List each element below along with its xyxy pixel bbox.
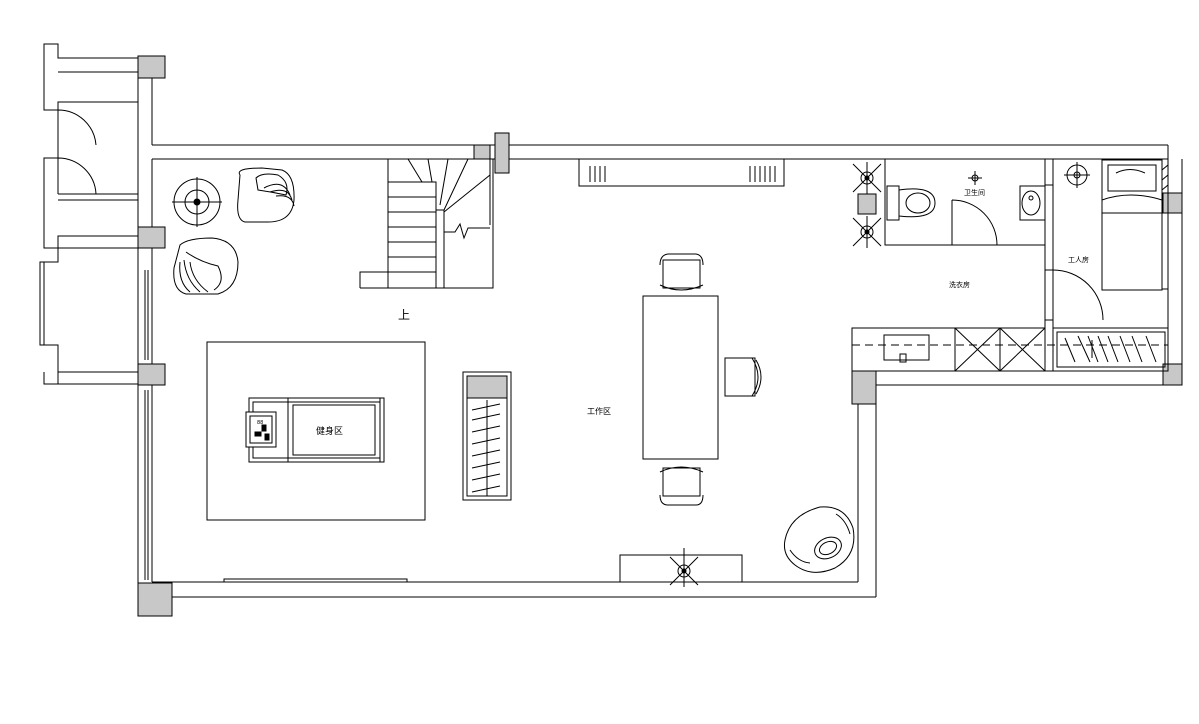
treadmill-icon — [245, 397, 385, 463]
ceiling-fan-icon — [968, 171, 982, 185]
work-table — [642, 295, 719, 460]
low-cabinet — [619, 554, 743, 583]
maid-room-label: 工人房 — [1068, 255, 1089, 264]
bathroom — [884, 158, 1054, 271]
maid-room — [1044, 158, 1169, 321]
entry-annex — [39, 43, 149, 580]
bed-icon — [1101, 159, 1163, 291]
storage-rack — [462, 371, 512, 501]
toilet-icon — [886, 185, 936, 221]
bathroom-label: 卫生间 — [964, 188, 985, 197]
sink-icon — [1019, 185, 1046, 221]
exterior-walls — [137, 58, 1183, 600]
lamp-icon — [852, 162, 882, 194]
armchair-icon — [173, 237, 239, 295]
entry-door-upper-icon — [57, 109, 97, 146]
entry-door-lower-icon — [57, 157, 97, 195]
laundry-counter — [851, 327, 1168, 372]
lamp-icon — [669, 548, 699, 587]
maid-room-door-icon — [1052, 269, 1104, 321]
bathroom-door-icon — [951, 199, 998, 246]
fitness-mat — [206, 341, 426, 521]
chair-icon — [659, 253, 704, 291]
laundry-label: 洗衣房 — [949, 280, 970, 289]
fitness-area — [206, 341, 426, 521]
stairs-up-label: 上 — [398, 308, 410, 322]
lounge-chair-icon — [784, 506, 855, 573]
lamp-icon — [852, 216, 882, 248]
utility-sink-icon — [883, 334, 930, 363]
treadmill-display-label: 88 — [257, 420, 263, 426]
wall-cabinet — [578, 158, 785, 187]
work-area-label: 工作区 — [587, 406, 611, 416]
armchair-icon — [237, 167, 295, 223]
chair-icon — [659, 466, 704, 506]
staircase — [359, 158, 494, 289]
ceiling-fan-icon — [1064, 162, 1090, 188]
plant-icon — [172, 177, 222, 227]
wardrobe — [1044, 319, 1169, 372]
fitness-area-label: 健身区 — [316, 425, 343, 437]
structural-columns — [137, 55, 1183, 617]
chair-icon — [724, 357, 762, 397]
